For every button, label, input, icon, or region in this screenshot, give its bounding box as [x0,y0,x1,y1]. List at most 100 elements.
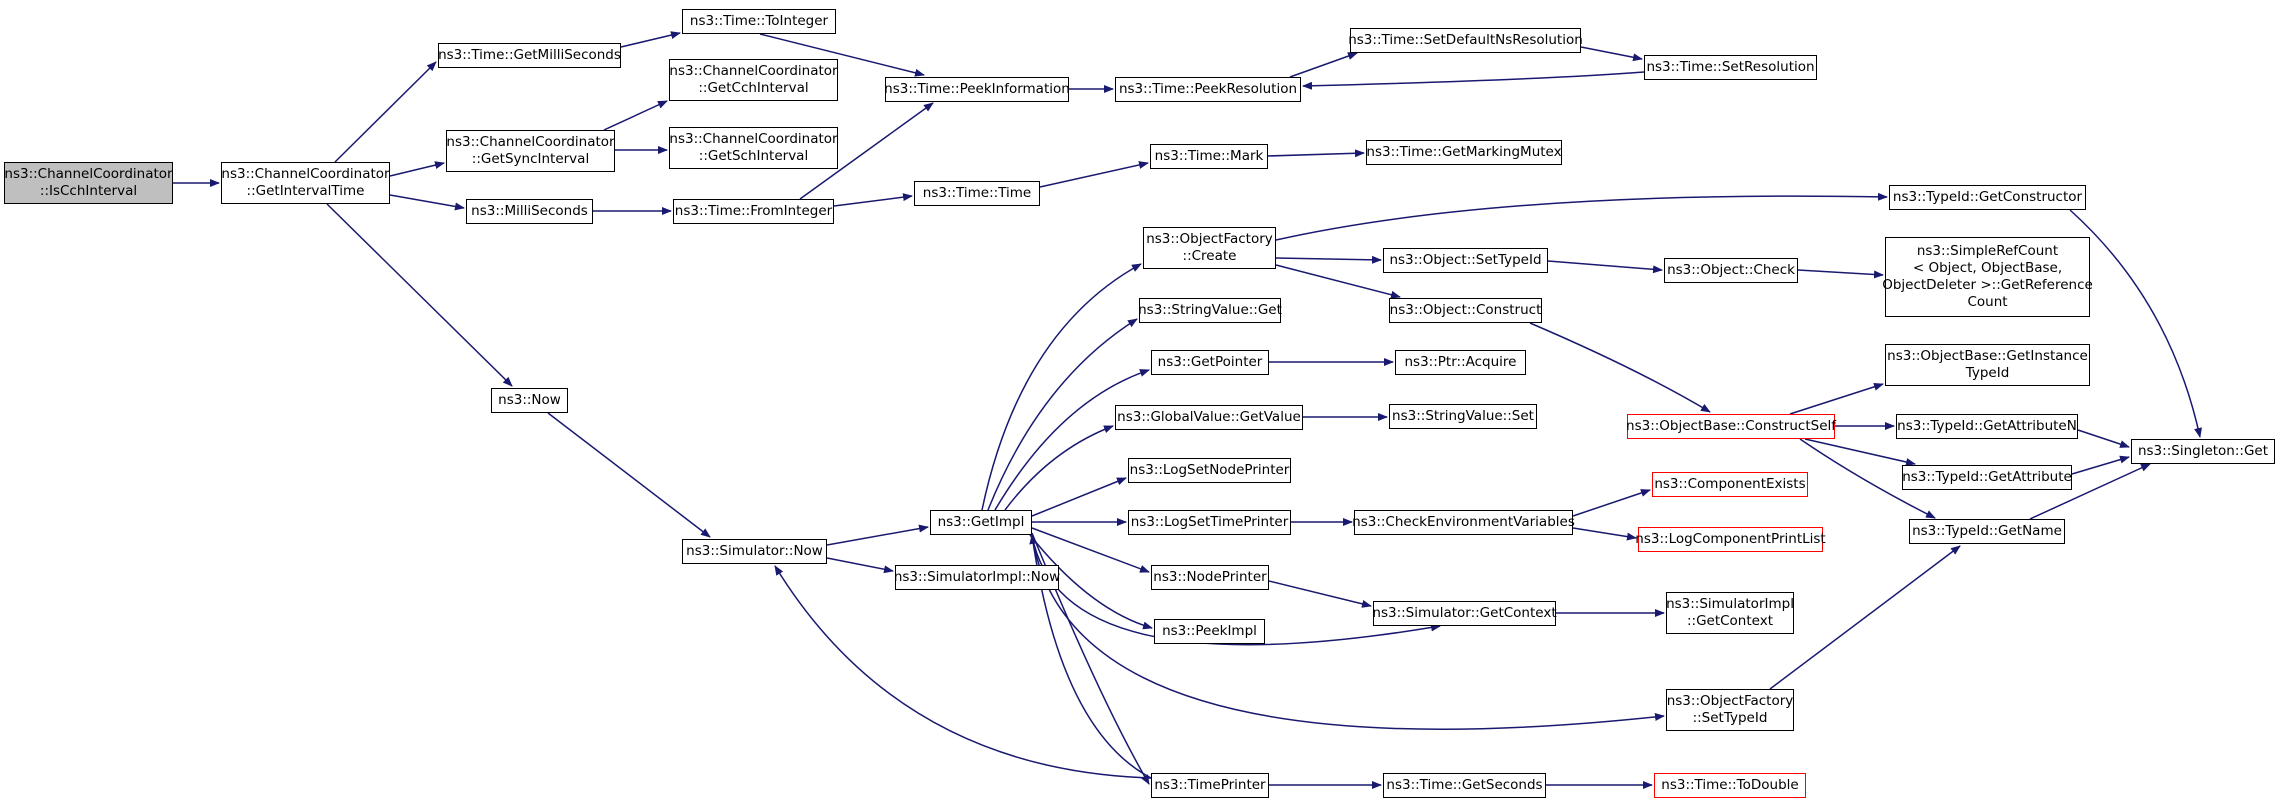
node-to-integer[interactable]: ns3::Time::ToInteger [682,9,836,34]
node-simple-ref-count-line-4: Count [1967,294,2008,310]
edge-object-factory-create-object-construct [1275,264,1401,299]
node-get-interval-time-line-1: ns3::ChannelCoordinator [221,166,390,182]
edge-get-impl-object-factory-create [981,263,1142,511]
node-time-get-seconds[interactable]: ns3::Time::GetSeconds [1383,773,1546,798]
node-string-value-get-label: ns3::StringValue::Get [1138,302,1282,318]
node-object-check[interactable]: ns3::Object::Check [1664,258,1798,283]
node-get-interval-time[interactable]: ns3::ChannelCoordinator::GetIntervalTime [221,162,390,204]
edge-peek-resolution-set-default-ns-resolution [1289,52,1358,78]
node-log-set-time-printer[interactable]: ns3::LogSetTimePrinter [1128,510,1291,535]
node-get-sch-interval[interactable]: ns3::ChannelCoordinator::GetSchInterval [669,127,838,169]
node-get-cch-interval-line-2: ::GetCchInterval [698,80,809,96]
node-simple-ref-count[interactable]: ns3::SimpleRefCount< Object, ObjectBase,… [1882,237,2093,317]
node-get-pointer-label: ns3::GetPointer [1157,354,1263,370]
node-object-base-construct-self-label: ns3::ObjectBase::ConstructSelf [1626,418,1836,434]
edge-from-integer-peek-information [799,102,934,200]
node-get-cch-interval-line-1: ns3::ChannelCoordinator [669,63,838,79]
node-type-id-get-attribute[interactable]: ns3::TypeId::GetAttribute [1902,465,2072,490]
node-object-factory-create[interactable]: ns3::ObjectFactory::Create [1143,227,1276,269]
node-log-set-time-printer-label: ns3::LogSetTimePrinter [1130,514,1289,530]
node-peek-impl[interactable]: ns3::PeekImpl [1154,619,1265,644]
node-peek-impl-label: ns3::PeekImpl [1162,623,1257,639]
node-time-printer[interactable]: ns3::TimePrinter [1151,773,1269,798]
node-milliseconds[interactable]: ns3::MilliSeconds [466,199,593,224]
node-get-impl[interactable]: ns3::GetImpl [930,510,1032,535]
node-simulator-impl-get-context-line-1: ns3::SimulatorImpl [1666,596,1794,612]
node-singleton-get[interactable]: ns3::Singleton::Get [2131,439,2275,464]
node-check-environment-variables[interactable]: ns3::CheckEnvironmentVariables [1352,510,1575,535]
node-type-id-get-name[interactable]: ns3::TypeId::GetName [1909,519,2065,544]
node-simulator-impl-now-label: ns3::SimulatorImpl::Now [893,569,1061,585]
edge-object-construct-object-base-construct-self [1529,322,1711,413]
node-get-marking-mutex-label: ns3::Time::GetMarkingMutex [1366,144,1562,160]
node-object-construct[interactable]: ns3::Object::Construct [1389,298,1542,323]
node-simulator-now[interactable]: ns3::Simulator::Now [682,539,827,564]
node-object-set-type-id-label: ns3::Object::SetTypeId [1389,252,1542,268]
node-set-default-ns-resolution[interactable]: ns3::Time::SetDefaultNsResolution [1348,28,1583,53]
node-node-printer-label: ns3::NodePrinter [1153,569,1267,585]
node-simulator-get-context-label: ns3::Simulator::GetContext [1372,605,1557,621]
node-ptr-acquire[interactable]: ns3::Ptr::Acquire [1395,350,1526,375]
edge-get-interval-time-now [326,203,513,387]
edge-get-impl-peek-impl [1029,534,1153,630]
node-string-value-set-label: ns3::StringValue::Set [1392,408,1534,424]
node-log-component-print-list[interactable]: ns3::LogComponentPrintList [1635,527,1826,552]
node-peek-information[interactable]: ns3::Time::PeekInformation [884,77,1070,102]
node-object-factory-set-type-id[interactable]: ns3::ObjectFactory::SetTypeId [1666,689,1794,731]
node-object-base-get-instance-type-id-line-1: ns3::ObjectBase::GetInstance [1887,348,2088,364]
node-time-time[interactable]: ns3::Time::Time [914,181,1040,206]
edge-time-printer-simulator-now [774,565,1152,779]
edge-object-factory-create-type-id-get-constructor [1275,192,1888,241]
node-time-time-label: ns3::Time::Time [922,185,1032,201]
edge-check-environment-variables-component-exists [1572,489,1651,517]
node-node-printer[interactable]: ns3::NodePrinter [1151,565,1269,590]
edge-get-impl-string-value-get [987,318,1138,511]
node-component-exists[interactable]: ns3::ComponentExists [1652,472,1808,497]
node-get-milliseconds[interactable]: ns3::Time::GetMilliSeconds [438,43,621,68]
node-type-id-get-constructor-label: ns3::TypeId::GetConstructor [1892,189,2083,205]
node-from-integer[interactable]: ns3::Time::FromInteger [673,199,834,224]
node-get-pointer[interactable]: ns3::GetPointer [1151,350,1269,375]
node-set-default-ns-resolution-label: ns3::Time::SetDefaultNsResolution [1348,32,1583,48]
node-object-base-construct-self[interactable]: ns3::ObjectBase::ConstructSelf [1626,414,1836,439]
node-object-base-get-instance-type-id-line-2: TypeId [1965,365,2010,381]
node-set-resolution[interactable]: ns3::Time::SetResolution [1644,55,1817,80]
edge-now-simulator-now [547,412,711,538]
edge-check-environment-variables-log-component-print-list [1572,527,1637,541]
edge-get-attribute-singleton-get [2071,455,2130,475]
node-type-id-get-attribute-n[interactable]: ns3::TypeId::GetAttributeN [1896,414,2078,439]
node-get-sync-interval[interactable]: ns3::ChannelCoordinator::GetSyncInterval [446,130,615,172]
node-ptr-acquire-label: ns3::Ptr::Acquire [1404,354,1517,370]
node-type-id-get-constructor[interactable]: ns3::TypeId::GetConstructor [1889,185,2086,210]
node-simulator-get-context[interactable]: ns3::Simulator::GetContext [1372,601,1557,626]
edge-simulator-now-get-impl [826,524,929,546]
node-simulator-impl-now[interactable]: ns3::SimulatorImpl::Now [893,565,1061,590]
node-string-value-get[interactable]: ns3::StringValue::Get [1138,298,1282,323]
node-get-cch-interval[interactable]: ns3::ChannelCoordinator::GetCchInterval [669,59,838,101]
node-get-sch-interval-line-2: ::GetSchInterval [698,148,809,164]
node-from-integer-label: ns3::Time::FromInteger [674,203,833,219]
node-get-milliseconds-label: ns3::Time::GetMilliSeconds [438,47,621,63]
node-now[interactable]: ns3::Now [491,388,568,413]
edge-get-impl-get-pointer [994,369,1150,511]
edge-get-interval-time-get-sync-interval [389,161,445,177]
edge-object-factory-set-type-id-type-id-get-name [1769,545,1961,690]
node-simulator-impl-get-context[interactable]: ns3::SimulatorImpl::GetContext [1666,592,1794,634]
node-global-value-get-value[interactable]: ns3::GlobalValue::GetValue [1115,405,1303,430]
node-simple-ref-count-line-2: < Object, ObjectBase, [1912,260,2063,276]
node-time-mark-label: ns3::Time::Mark [1154,148,1264,164]
edge-get-impl-log-set-node-printer [1031,477,1127,517]
node-time-to-double[interactable]: ns3::Time::ToDouble [1654,773,1806,798]
node-time-mark[interactable]: ns3::Time::Mark [1150,144,1268,169]
node-string-value-set[interactable]: ns3::StringValue::Set [1389,404,1537,429]
node-object-set-type-id[interactable]: ns3::Object::SetTypeId [1383,248,1548,273]
node-get-interval-time-line-2: ::GetIntervalTime [246,183,365,199]
node-log-set-node-printer[interactable]: ns3::LogSetNodePrinter [1128,458,1291,483]
node-to-integer-label: ns3::Time::ToInteger [689,13,829,29]
node-peek-resolution[interactable]: ns3::Time::PeekResolution [1115,77,1301,102]
edge-get-impl-object-factory-set-type-id [1031,534,1665,730]
node-get-marking-mutex[interactable]: ns3::Time::GetMarkingMutex [1366,140,1562,165]
